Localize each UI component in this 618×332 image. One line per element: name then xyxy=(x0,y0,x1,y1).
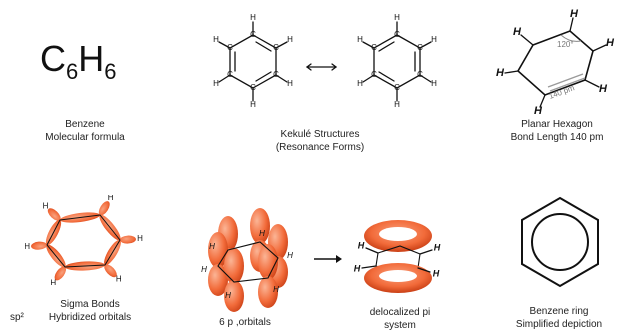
double-arrow-icon xyxy=(305,63,338,71)
hydrogen-atom-label: H xyxy=(394,100,400,109)
hydrogen-atom-label: H xyxy=(496,67,505,79)
carbon-atom-label: C xyxy=(394,83,400,92)
sp2-label: sp² xyxy=(10,312,24,323)
hydrogen-atom-label: H xyxy=(209,242,215,251)
hydrogen-atom-label: H xyxy=(287,35,293,44)
delocalized-caption-line2: system xyxy=(384,320,416,331)
formula-carbon-count: 6 xyxy=(66,59,79,84)
benzene-caption-line2: Molecular formula xyxy=(45,132,125,143)
carbon-atom-label: C xyxy=(417,70,423,79)
benzene-ring-caption-line2: Simplified depiction xyxy=(515,319,603,330)
formula-hydrogen-count: 6 xyxy=(104,59,117,84)
bond-angle-label: 120° xyxy=(557,40,574,49)
sigma-orbital-lobe xyxy=(31,241,48,250)
carbon-atom-label: C xyxy=(273,70,279,79)
hydrogen-atom-label: H xyxy=(534,105,543,115)
carbon-atom-label: C xyxy=(371,43,377,52)
hydrogen-atom-label: H xyxy=(357,35,363,44)
hydrogen-atom-label: H xyxy=(201,265,207,274)
hydrogen-atom-label: H xyxy=(358,240,365,250)
hydrogen-atom-label: H xyxy=(225,291,231,300)
formula-hydrogen: H xyxy=(78,38,105,79)
hydrogen-atom-label: H xyxy=(108,195,114,202)
hydrogen-atom-label: H xyxy=(599,83,608,95)
hydrogen-atom-label: H xyxy=(116,275,122,284)
benzene-caption: Benzene Molecular formula xyxy=(30,118,140,144)
hydrogen-atom-label: H xyxy=(287,251,293,260)
sigma-orbital-lobe xyxy=(98,201,110,216)
sigma-orbital-lobe xyxy=(47,208,61,221)
hydrogen-atom-label: H xyxy=(431,35,437,44)
carbon-atom-label: C xyxy=(273,43,279,52)
carbon-atom-label: C xyxy=(417,43,423,52)
kekule-structure-left xyxy=(218,21,288,102)
molecular-formula: C6H6 xyxy=(40,38,117,85)
hydrogen-atom-label: H xyxy=(213,35,219,44)
kekule-caption-line1: Kekulé Structures xyxy=(280,129,360,140)
hydrogen-atom-label: H xyxy=(259,229,265,238)
planar-caption: Planar Hexagon Bond Length 140 pm xyxy=(497,118,617,144)
sigma-caption-line1: Sigma Bonds xyxy=(60,299,120,310)
planar-caption-line1: Planar Hexagon xyxy=(521,119,593,130)
sigma-orbital-lobe xyxy=(54,266,67,281)
hydrogen-atom-label: H xyxy=(25,242,30,251)
benzene-caption-line1: Benzene xyxy=(65,119,105,130)
sigma-orbital-lobe xyxy=(104,264,117,278)
benzene-ring-caption: Benzene ring Simplified depiction xyxy=(500,305,618,331)
benzene-ring-caption-line1: Benzene ring xyxy=(529,306,589,317)
carbon-atom-label: C xyxy=(394,30,400,39)
hydrogen-atom-label: H xyxy=(606,37,615,49)
planar-caption-line2: Bond Length 140 pm xyxy=(510,132,604,143)
hydrogen-atom-label: H xyxy=(513,26,522,38)
hydrogen-atom-label: H xyxy=(287,79,293,88)
p-orbital-lobe xyxy=(224,248,244,284)
p-orbital-lobe xyxy=(208,264,228,296)
hydrogen-atom-label: H xyxy=(357,79,363,88)
hydrogen-atom-label: H xyxy=(433,268,440,278)
hydrogen-atom-label: H xyxy=(43,201,49,210)
benzene-ring-simplified xyxy=(521,196,599,288)
hydrogen-atom-label: H xyxy=(570,8,579,20)
hydrogen-atom-label: H xyxy=(431,79,437,88)
kekule-caption: Kekulé Structures (Resonance Forms) xyxy=(260,128,380,154)
sigma-caption-line2: Hybridized orbitals xyxy=(48,312,132,323)
carbon-atom-label: C xyxy=(250,30,256,39)
kekule-structure-right xyxy=(362,21,432,102)
hydrogen-atom-label: H xyxy=(137,234,143,243)
p-orbitals-diagram: H H H H H H xyxy=(201,208,293,312)
hydrogen-atom-label: H xyxy=(273,285,279,294)
formula-carbon: C xyxy=(40,38,66,79)
hydrogen-atom-label: H xyxy=(213,79,219,88)
right-arrow-icon xyxy=(314,255,342,263)
sigma-caption: Sigma Bonds Hybridized orbitals xyxy=(35,298,145,324)
hydrogen-atom-label: H xyxy=(250,100,256,109)
hydrogen-atom-label: H xyxy=(434,242,441,252)
p-orbital-lobe xyxy=(250,208,270,244)
kekule-caption-line2: (Resonance Forms) xyxy=(275,142,365,153)
carbon-atom-label: C xyxy=(371,70,377,79)
delocalized-pi-diagram: H H H H xyxy=(354,220,441,293)
p-orbital-lobe xyxy=(258,276,278,308)
hydrogen-atom-label: H xyxy=(250,13,256,22)
carbon-atom-label: C xyxy=(250,83,256,92)
carbon-atom-label: C xyxy=(227,70,233,79)
hydrogen-atom-label: H xyxy=(394,13,400,22)
p-orbitals-caption: 6 p ,orbitals xyxy=(219,317,271,328)
hydrogen-atom-label: H xyxy=(50,278,56,285)
delocalized-caption-line1: delocalized pi xyxy=(369,307,431,318)
hydrogen-atom-label: H xyxy=(354,263,361,273)
delocalized-caption: delocalized pi system xyxy=(350,306,450,332)
carbon-atom-label: C xyxy=(227,43,233,52)
p-orbital-lobe xyxy=(224,280,244,312)
sigma-orbital-lobe xyxy=(119,235,136,244)
sigma-bonds-diagram: H H H H H H xyxy=(25,195,143,285)
